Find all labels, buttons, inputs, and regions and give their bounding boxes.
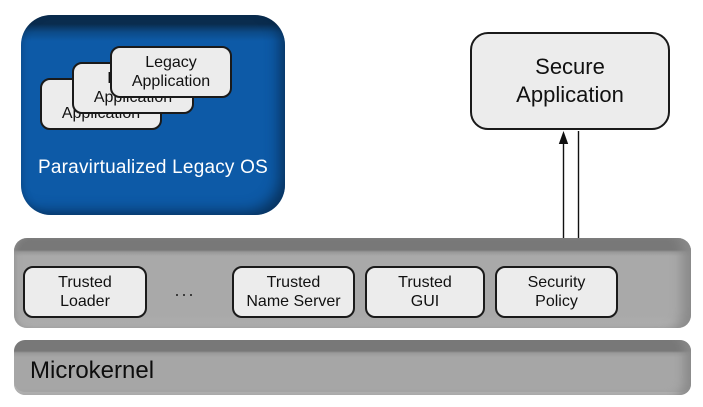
services-ellipsis: ... [174, 280, 196, 300]
service-label-line1: Security [527, 274, 586, 291]
legacy-app-line2: Application [131, 73, 211, 90]
service-label-line2: Loader [60, 293, 110, 310]
microkernel-label: Microkernel [30, 357, 155, 384]
legacy-app-card-front: Legacy Application [110, 46, 232, 98]
service-label-line1: Trusted [58, 274, 112, 291]
service-label-line2: Policy [535, 293, 578, 310]
legacy-app-line1: Legacy [145, 54, 197, 71]
legacy-os-label: Paravirtualized Legacy OS [38, 157, 268, 178]
service-box-security-policy: Security Policy [495, 266, 618, 318]
service-label-line1: Trusted [266, 274, 321, 291]
secure-app-line1: Secure [535, 54, 605, 79]
service-box-trusted-loader: Trusted Loader [23, 266, 147, 318]
secure-app-box: Secure Application [470, 32, 670, 130]
service-label-line2: GUI [410, 293, 440, 310]
microkernel-bar [14, 340, 691, 395]
service-label-line1: Trusted [398, 274, 452, 291]
service-box-trusted-gui: Trusted GUI [365, 266, 485, 318]
service-label-line2: Name Server [246, 293, 341, 310]
service-box-trusted-name-server: Trusted Name Server [232, 266, 355, 318]
secure-app-line2: Application [516, 82, 624, 107]
arrow-up-head-icon [558, 131, 569, 144]
